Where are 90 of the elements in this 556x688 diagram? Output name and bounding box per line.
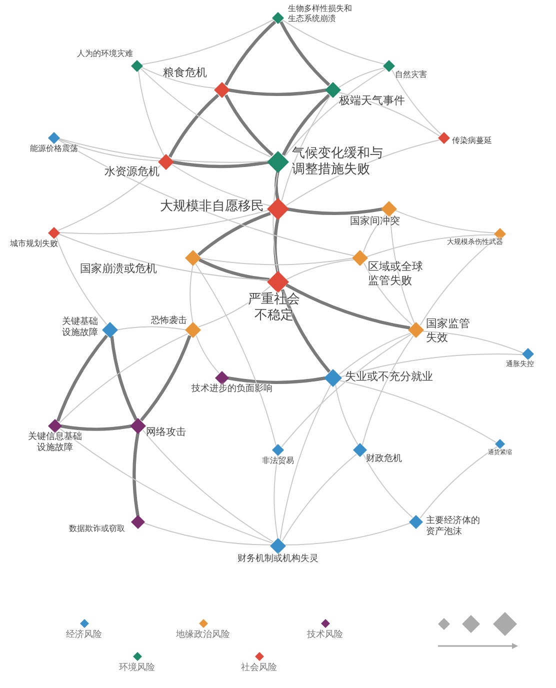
connector-line — [272, 170, 278, 274]
connector-line — [140, 68, 272, 158]
connector-line — [142, 430, 274, 542]
connector-line — [362, 454, 414, 518]
connector-line — [338, 92, 440, 137]
risk-label: 主要经济体的资产泡沫 — [426, 516, 481, 538]
connector-line — [224, 94, 274, 156]
risk-label: 能源价格震荡 — [30, 144, 78, 154]
connector-line — [58, 209, 270, 234]
risk-label: 失业或不充分就业 — [345, 370, 433, 384]
risk-label: 技术进步的负面影响 — [192, 384, 272, 396]
connector-line — [172, 160, 270, 168]
risk-label: 恐怖袭击 — [151, 316, 187, 328]
connector-line — [363, 262, 413, 326]
connector-line — [339, 380, 497, 443]
connector-line — [286, 284, 410, 330]
risk-label: 网络攻击 — [146, 427, 186, 440]
connector-line — [284, 522, 411, 546]
connector-line — [366, 234, 496, 258]
risk-label: 非法贸易 — [262, 456, 294, 466]
risk-label: 财政危机 — [366, 454, 402, 466]
risk-label: 国家间冲突 — [350, 216, 400, 228]
connector-line — [228, 88, 327, 96]
connector-line — [58, 164, 162, 231]
legend-label: 社会风险 — [241, 663, 277, 674]
connector-line — [197, 212, 271, 256]
risk-label: 粮食危机 — [163, 66, 207, 80]
connector-line — [340, 354, 524, 378]
risk-label: 国家监管失效 — [426, 317, 471, 344]
risk-label: 国家崩溃或危机 — [80, 262, 157, 276]
connector-line — [422, 330, 524, 354]
connector-line — [338, 332, 411, 375]
risk-label: 大规模非自愿移民 — [160, 199, 264, 216]
connector-line — [224, 20, 276, 86]
legend-label: 环境风险 — [119, 663, 155, 674]
risk-label: 传染病蔓延 — [452, 136, 492, 146]
legend-label: 技术风险 — [307, 630, 343, 642]
risk-label: 气候变化缓和与调整措施失败 — [292, 146, 384, 178]
risk-label: 生物多样性损失和生态系统崩溃 — [288, 4, 353, 24]
connector-line — [281, 334, 412, 448]
connector-line — [59, 333, 188, 424]
legend-label: 地缘政治风险 — [176, 630, 230, 642]
connector-line — [141, 19, 274, 65]
risk-label: 城市规划失败 — [10, 239, 58, 249]
connector-line — [140, 335, 192, 422]
connector-line — [58, 138, 160, 162]
connector-line — [286, 259, 354, 280]
connector-line — [190, 264, 194, 324]
risk-label: 自然灾害 — [395, 70, 427, 80]
risk-label: 关键信息基础设施故障 — [27, 432, 83, 454]
connector-line — [279, 21, 330, 86]
risk-label: 极端天气事件 — [339, 94, 405, 108]
connector-line — [227, 376, 326, 384]
connector-line — [143, 522, 272, 546]
connector-line — [60, 424, 132, 431]
connector-line — [141, 66, 216, 89]
connector-line — [138, 70, 165, 156]
connector-line — [59, 428, 273, 544]
connector-line — [195, 263, 277, 446]
connector-line — [110, 336, 138, 421]
connector-line — [338, 67, 386, 88]
connector-line — [394, 210, 496, 234]
connector-line — [335, 384, 358, 446]
connector-line — [198, 258, 354, 266]
risk-label: 水资源危机 — [104, 165, 160, 179]
connector-line — [56, 334, 108, 422]
connector-line — [274, 170, 280, 201]
connector-line — [168, 94, 220, 158]
connector-line — [132, 432, 140, 517]
connector-line — [282, 94, 330, 156]
connector-line — [198, 258, 270, 282]
risk-label: 数据欺诈或窃取 — [69, 524, 125, 534]
risk-label: 人为的环境灾难 — [77, 49, 133, 59]
connector-line — [58, 234, 270, 281]
connector-line — [280, 384, 332, 540]
connector-line — [198, 286, 271, 328]
risk-label: 区域或全球监管失败 — [368, 260, 424, 288]
risk-label: 财务机制或机构失灵 — [238, 554, 318, 566]
connector-line — [362, 335, 414, 446]
connector-line — [58, 138, 270, 163]
legend-label: 经济风险 — [66, 630, 102, 642]
connector-line — [286, 207, 383, 216]
risk-label: 关键基础设施故障 — [61, 317, 98, 340]
connector-line — [196, 335, 220, 374]
connector-line — [274, 218, 280, 274]
connector-line — [171, 164, 270, 206]
connector-line — [282, 19, 386, 65]
connector-line — [116, 326, 188, 330]
connector-line — [282, 454, 357, 542]
connector-line — [391, 69, 442, 135]
